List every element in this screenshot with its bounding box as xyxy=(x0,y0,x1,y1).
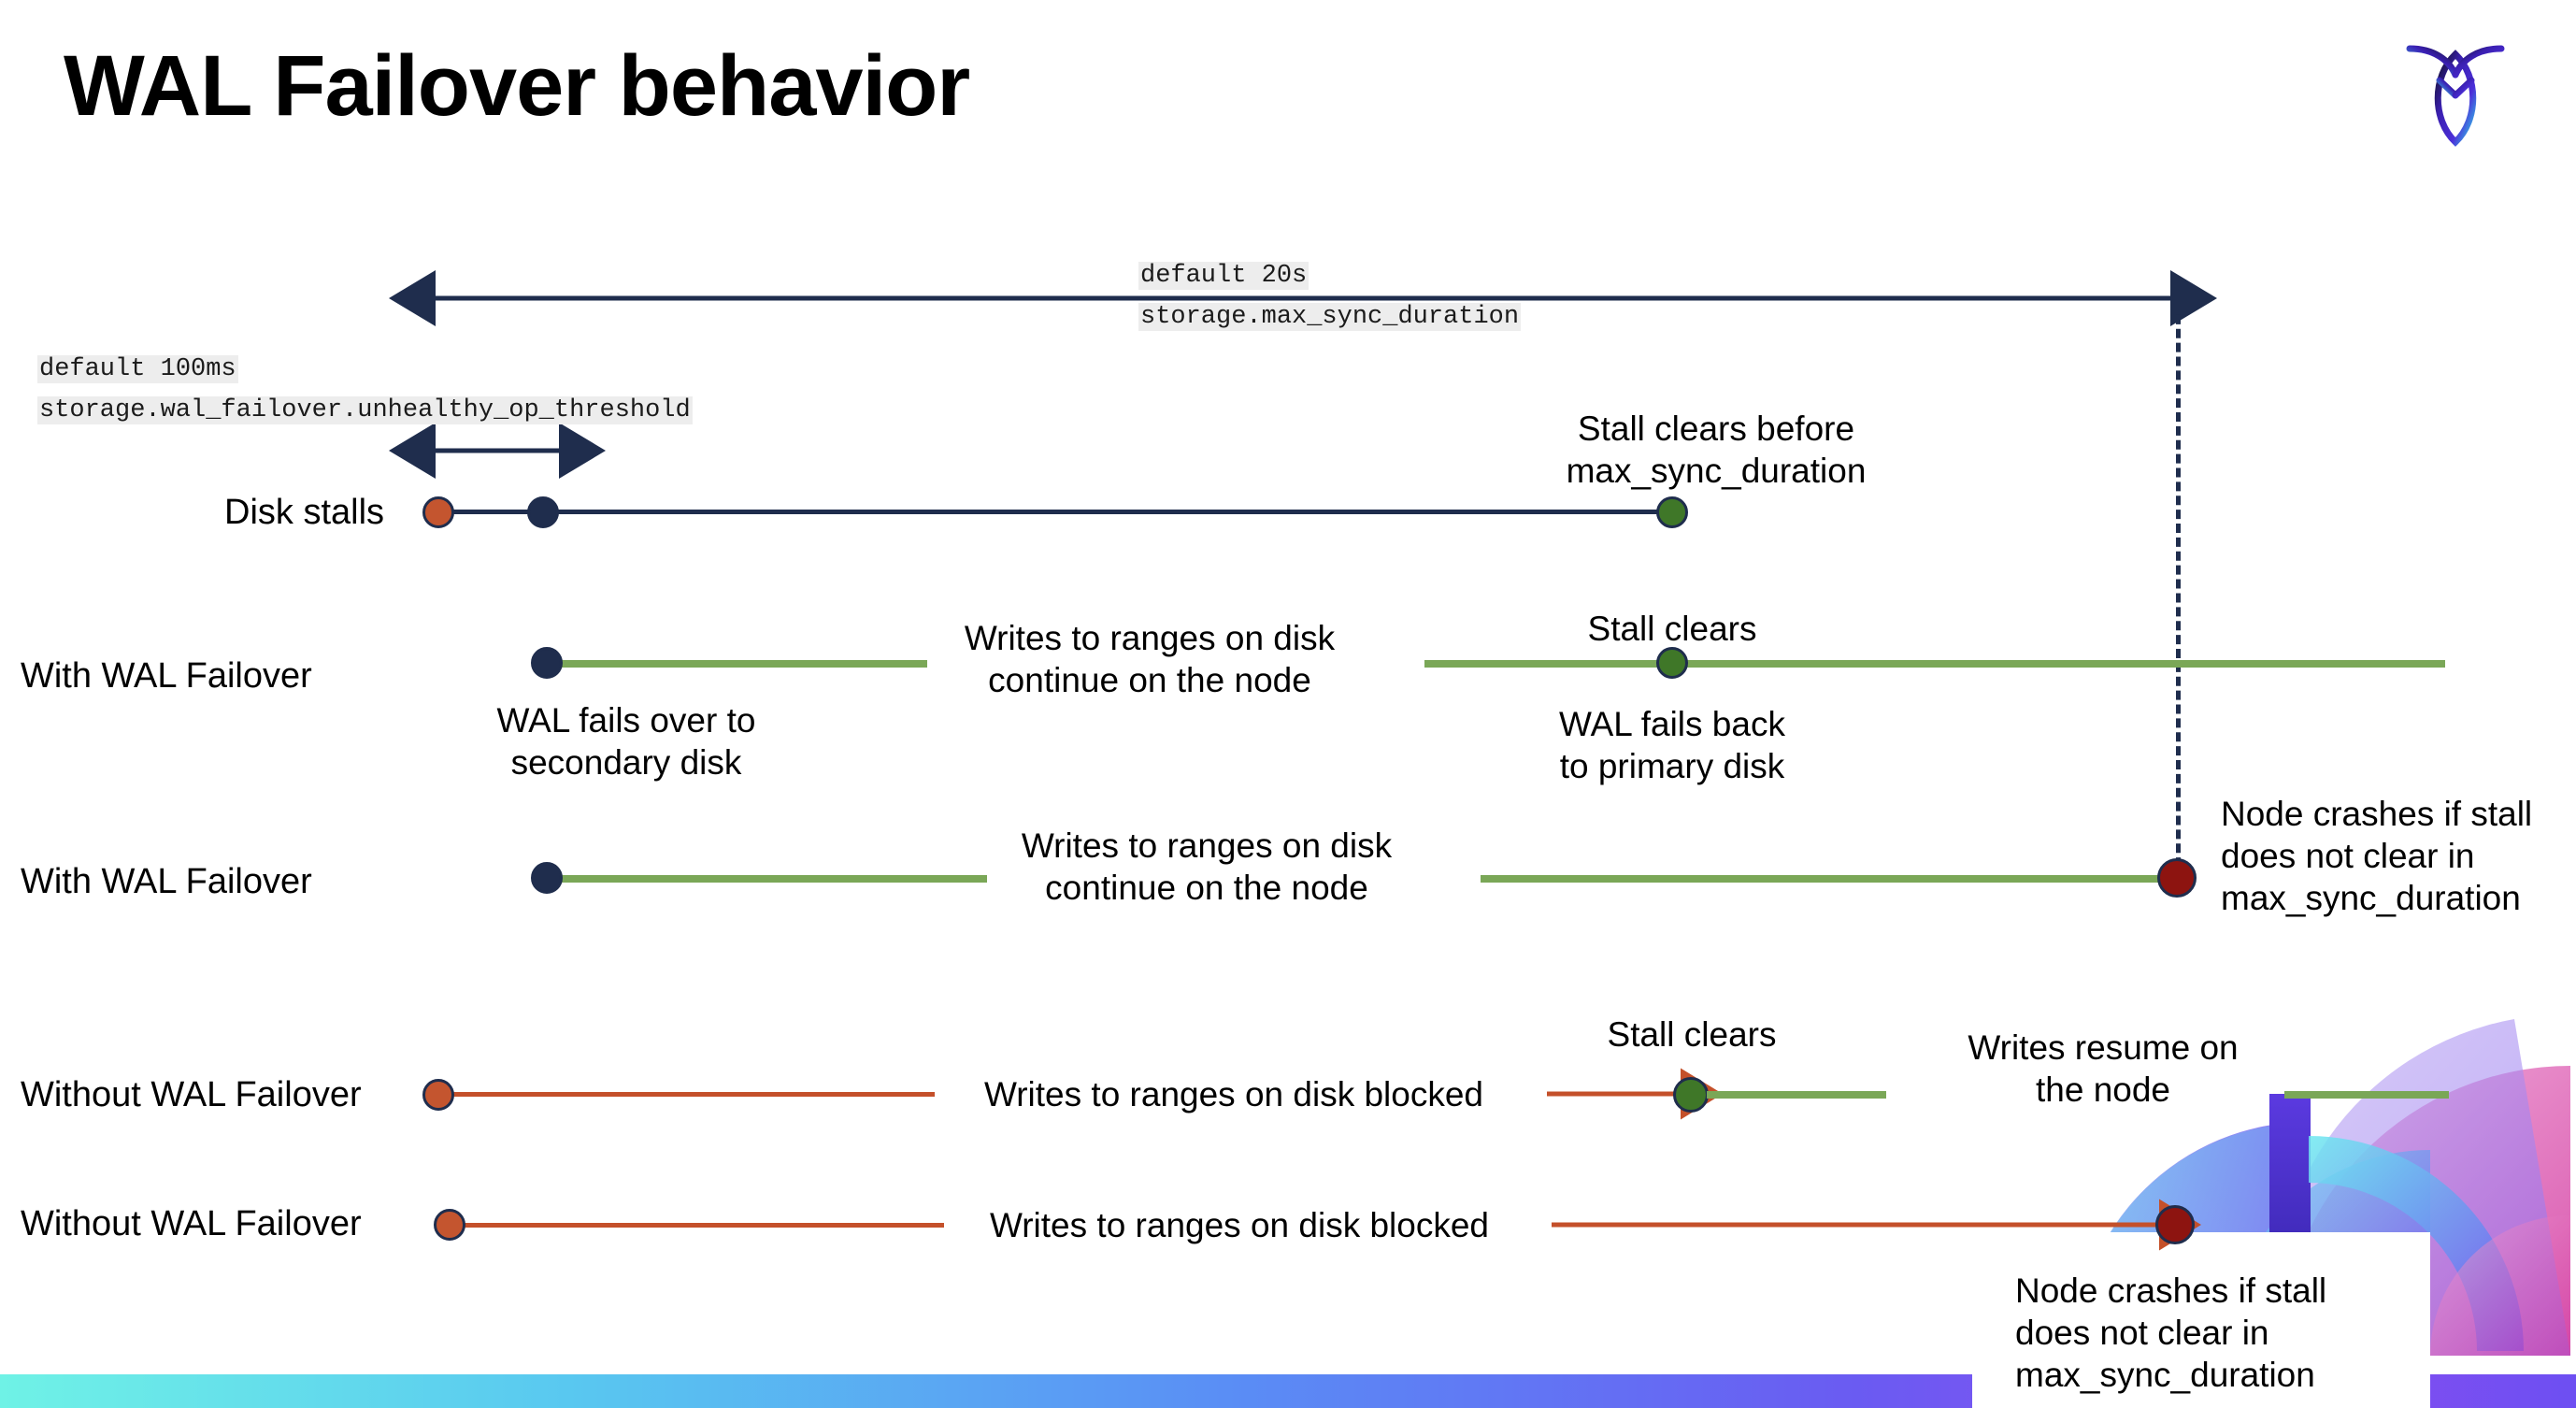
row2-note-wal-fails-over: WAL fails over to secondary disk xyxy=(430,699,823,783)
page-title: WAL Failover behavior xyxy=(64,38,970,134)
row4-note-writes-blocked: Writes to ranges on disk blocked xyxy=(944,1073,1524,1115)
row5-mid-text: Writes to ranges on disk blocked xyxy=(989,1206,1490,1244)
row1-stall-line xyxy=(437,510,1671,514)
cockroach-labs-logo-icon xyxy=(2395,28,2516,150)
row4-mid-text: Writes to ranges on disk blocked xyxy=(983,1075,1484,1113)
row3-mid-line1: Writes to ranges on disk xyxy=(1021,826,1393,865)
row1-note-line1: Stall clears before xyxy=(1577,409,1855,448)
row2-mid-line1: Writes to ranges on disk xyxy=(964,619,1336,657)
row5-node-crash-dot xyxy=(2155,1205,2195,1244)
max-sync-deadline-dashed-line xyxy=(2176,301,2181,881)
row5-stall-start-dot xyxy=(434,1209,465,1241)
row4-stall-start-dot xyxy=(422,1079,454,1111)
row4-stall-clear-dot xyxy=(1673,1077,1709,1113)
row2-stall-clears-text: Stall clears xyxy=(1587,610,1757,648)
row1-failover-trigger-dot xyxy=(527,496,559,528)
max-sync-default-text: default 20s xyxy=(1138,262,1309,290)
row5-right-line3: max_sync_duration xyxy=(2015,1356,2315,1395)
max-sync-duration-annotation: default 20s storage.max_sync_duration xyxy=(1138,256,1522,338)
row-label-with-wal-failover-clears: With WAL Failover xyxy=(21,656,312,696)
unhealthy-default-text: default 100ms xyxy=(37,355,238,383)
row3-right-line1: Node crashes if stall xyxy=(2221,795,2533,833)
row3-node-crash-dot xyxy=(2157,858,2197,898)
row-label-disk-stalls: Disk stalls xyxy=(224,493,385,532)
row1-note-stall-clears-before: Stall clears before max_sync_duration xyxy=(1529,408,1903,492)
row2-green-line-left xyxy=(548,660,927,668)
caption-backdrop-2 xyxy=(1972,1253,2430,1408)
row2-note-line1: WAL fails over to xyxy=(496,701,756,740)
row2-note-stall-clears: Stall clears xyxy=(1513,608,1831,650)
row2-below-line2: to primary disk xyxy=(1559,747,1785,786)
row3-right-line2: does not clear in xyxy=(2221,837,2475,876)
row4-right-line1: Writes resume on xyxy=(1968,1028,2239,1067)
row2-stall-clear-dot xyxy=(1656,647,1688,679)
row3-green-line-right xyxy=(1481,875,2182,883)
row4-green-line-far xyxy=(2284,1091,2449,1099)
row2-failover-dot xyxy=(531,647,563,679)
max-sync-setting-text: storage.max_sync_duration xyxy=(1138,302,1522,331)
row5-right-line1: Node crashes if stall xyxy=(2015,1272,2327,1310)
row3-note-writes-continue: Writes to ranges on disk continue on the… xyxy=(996,825,1417,909)
row5-red-line xyxy=(458,1223,944,1228)
row3-right-line3: max_sync_duration xyxy=(2221,879,2521,918)
row2-mid-line2: continue on the node xyxy=(988,661,1311,700)
row4-stall-clears-text: Stall clears xyxy=(1607,1015,1777,1054)
row1-stall-start-dot xyxy=(422,496,454,528)
row3-note-node-crashes: Node crashes if stall does not clear in … xyxy=(2221,793,2576,919)
row4-green-line xyxy=(1707,1091,1886,1099)
row3-green-line-left xyxy=(548,875,987,883)
unhealthy-setting-text: storage.wal_failover.unhealthy_op_thresh… xyxy=(37,395,693,424)
row1-stall-clear-dot xyxy=(1656,496,1688,528)
row3-mid-line2: continue on the node xyxy=(1045,869,1368,908)
row2-note-writes-continue: Writes to ranges on disk continue on the… xyxy=(944,617,1355,701)
row2-below-line1: WAL fails back xyxy=(1559,705,1785,743)
row4-red-line xyxy=(449,1092,935,1097)
row-label-with-wal-failover-crash: With WAL Failover xyxy=(21,862,312,901)
unhealthy-op-threshold-annotation: default 100ms storage.wal_failover.unhea… xyxy=(37,350,693,431)
row1-note-line2: max_sync_duration xyxy=(1566,452,1867,491)
row4-right-line2: the node xyxy=(2035,1070,2171,1110)
row-label-without-wal-failover-crash: Without WAL Failover xyxy=(21,1204,362,1243)
row3-failover-dot xyxy=(531,862,563,894)
row2-note-wal-fails-back: WAL fails back to primary disk xyxy=(1510,703,1834,787)
row5-note-node-crashes: Node crashes if stall does not clear in … xyxy=(2015,1270,2408,1396)
row2-green-line-right xyxy=(1424,660,2445,668)
row5-note-writes-blocked: Writes to ranges on disk blocked xyxy=(950,1204,1529,1246)
row4-note-writes-resume: Writes resume on the node xyxy=(1925,1027,2281,1111)
row5-right-line2: does not clear in xyxy=(2015,1314,2269,1353)
row4-note-stall-clears: Stall clears xyxy=(1533,1013,1851,1056)
row-label-without-wal-failover-clears: Without WAL Failover xyxy=(21,1075,362,1114)
row2-note-line2: secondary disk xyxy=(510,743,742,783)
